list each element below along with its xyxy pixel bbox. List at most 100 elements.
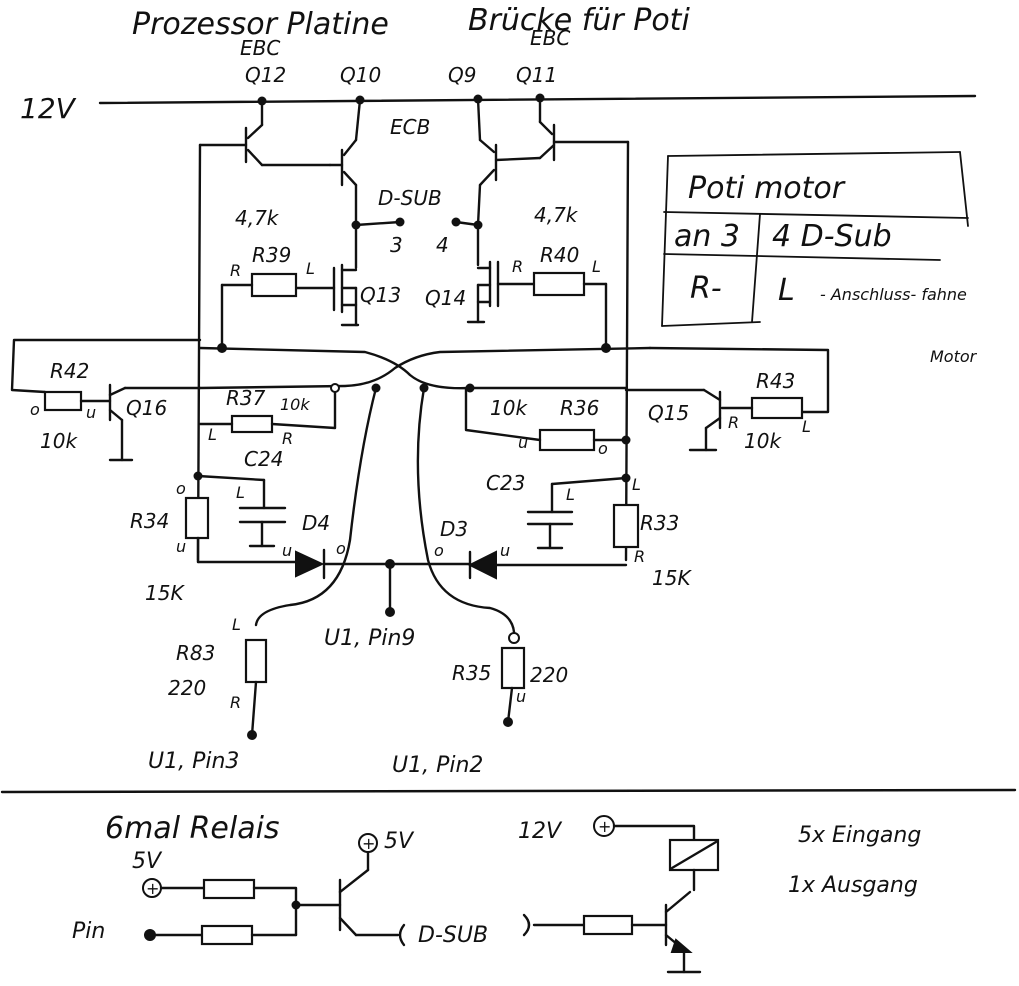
r43-l-pin: L: [802, 417, 811, 436]
q9-label: Q9: [448, 63, 476, 87]
resistor-r83: [244, 638, 268, 684]
resistor-r42: [43, 390, 83, 412]
relay-12v-label: 12V: [518, 819, 563, 844]
ecb-label: ECB: [390, 115, 430, 139]
plus-icon: +: [146, 879, 159, 898]
transistor-q9-symbol: [476, 97, 542, 227]
relay-section-title: 6mal Relais: [105, 811, 280, 846]
r42-o-pin: o: [30, 400, 40, 419]
q12-label: Q12: [245, 63, 286, 87]
motor-box-row1-right: 4 D-Sub: [772, 219, 892, 254]
section-divider: [0, 788, 1017, 794]
wire-r43-loop: [648, 346, 830, 414]
dsub-connector-left: [398, 923, 406, 947]
transistor-q15-symbol: [624, 388, 722, 452]
wire-dsub3: [354, 220, 402, 227]
r33-label: R33: [640, 511, 679, 535]
r35-terminal: [508, 632, 520, 644]
d3-u-pin: u: [500, 541, 510, 560]
dsub-connector-right: [522, 913, 531, 937]
transistor-q13-symbol: [294, 223, 360, 327]
dsub-pin3-label: 3: [390, 233, 403, 257]
resistor-r40: [532, 271, 586, 297]
r33-r-pin: R: [634, 547, 645, 566]
relay-pin-label: Pin: [72, 919, 105, 944]
r34-label: R34: [130, 509, 169, 533]
wire: [612, 824, 696, 842]
u1-pin9-terminal: [385, 607, 395, 617]
plus-5v-terminal-top: [358, 833, 378, 853]
transistor-relay-driver-symbol: [338, 848, 400, 937]
wire: [196, 474, 266, 482]
r39-value: 4,7k: [235, 206, 280, 230]
title-left: Prozessor Platine: [132, 7, 389, 42]
r35-u-pin: u: [516, 687, 526, 706]
resistor-relay-pullup: [202, 878, 256, 900]
wire: [252, 886, 298, 937]
r83-l-pin: L: [232, 615, 241, 634]
r34-o-pin: o: [176, 479, 186, 498]
r40-r-pin: R: [512, 257, 523, 276]
d4-u-pin: u: [282, 541, 292, 560]
transistor-q10-symbol: [328, 98, 362, 227]
r37-r-pin: R: [282, 429, 293, 448]
d3-label: D3: [440, 517, 468, 541]
r37-label: R37: [226, 386, 266, 410]
diode-d4: [295, 550, 325, 578]
r37-l-pin: L: [208, 425, 217, 444]
rail-12v-label: 12V: [20, 92, 77, 125]
resistor-r36: [538, 428, 596, 452]
wire-cross-b: [198, 346, 652, 390]
q12-pins-label: EBC: [240, 36, 280, 60]
r39-label: R39: [252, 243, 291, 267]
dsub-pin4-label: 4: [436, 233, 449, 257]
relay-5v-top-label: 5V: [384, 829, 415, 854]
r33-value: 15K: [652, 566, 692, 590]
motor-box-note2: Motor: [930, 347, 978, 366]
transistor-q16-symbol: [108, 383, 202, 462]
poti-motor-table: [661, 151, 969, 327]
wire: [464, 386, 542, 442]
motor-box-title: Poti motor: [688, 171, 846, 206]
r42-value: 10k: [40, 429, 78, 453]
dsub-label-top: D-SUB: [378, 186, 442, 210]
transistor-relay-switch-symbol: [664, 890, 702, 974]
q15-label: Q15: [648, 401, 689, 425]
c23-l-pin: L: [566, 485, 575, 504]
wire: [250, 680, 258, 737]
transistor-q14-symbol: [466, 223, 536, 324]
motor-box-note: - Anschluss- fahne: [820, 285, 967, 304]
q10-label: Q10: [340, 63, 381, 87]
title-right: Brücke für Poti: [468, 3, 690, 38]
resistor-relay-output: [582, 914, 634, 936]
r36-o-pin: o: [598, 439, 608, 458]
wire-to-r83: [254, 386, 378, 627]
r40-l-pin: L: [592, 257, 601, 276]
wire-to-r35: [416, 386, 516, 634]
relay-dsub-label: D-SUB: [418, 923, 488, 948]
c24-l-pin: L: [236, 483, 245, 502]
relay-5v-left-label: 5V: [132, 849, 163, 874]
wire: [506, 686, 514, 724]
r36-label: R36: [560, 396, 599, 420]
r43-value: 10k: [744, 429, 782, 453]
r36-u-pin: u: [518, 433, 528, 452]
r34-u-pin: u: [176, 537, 186, 556]
wire: [270, 386, 337, 430]
resistor-r35: [500, 646, 526, 690]
r83-label: R83: [176, 641, 215, 665]
d4-o-pin: o: [336, 539, 346, 558]
motor-box-row2-left: R-: [690, 271, 722, 306]
transistor-q12-symbol: [198, 99, 332, 167]
wire-r42-loop: [10, 338, 202, 394]
q14-label: Q14: [425, 286, 466, 310]
c24-label: C24: [244, 447, 283, 471]
relay-outputs-label: 1x Ausgang: [788, 873, 918, 898]
motor-box-row2-right: L: [778, 273, 795, 308]
dsub-pin4-terminal: [451, 217, 461, 227]
plus-icon: +: [362, 834, 375, 853]
q11-label: Q11: [516, 63, 557, 87]
r83-r-pin: R: [230, 693, 241, 712]
u1-pin9-label: U1, Pin9: [324, 626, 415, 651]
r39-r-pin: R: [230, 261, 241, 280]
